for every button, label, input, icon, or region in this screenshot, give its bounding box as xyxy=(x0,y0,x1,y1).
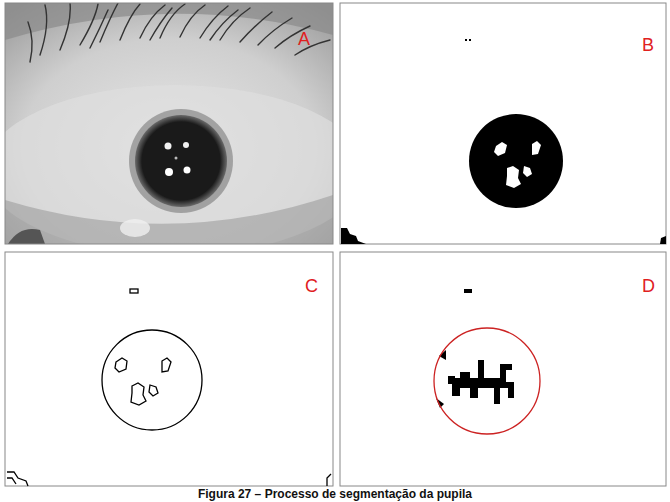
eye-photo xyxy=(5,3,333,244)
binary-image xyxy=(340,3,666,244)
panel-letter: B xyxy=(642,36,654,54)
figure-caption: Figura 27 – Processo de segmentação da p… xyxy=(0,488,670,501)
contour-image xyxy=(5,252,333,486)
segmentation-result xyxy=(340,252,666,486)
panel-letter: D xyxy=(642,277,655,295)
panel-letter: A xyxy=(298,30,310,48)
panel-letter: C xyxy=(305,277,318,295)
